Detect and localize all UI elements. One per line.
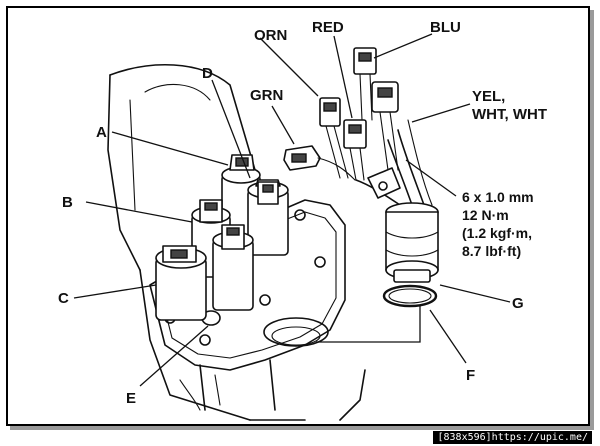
connector-orn [319, 97, 349, 179]
o-ring [382, 284, 438, 308]
connector-red [343, 119, 367, 181]
solenoid-d [247, 179, 289, 256]
callout-g: G [512, 295, 524, 312]
callout-f: F [466, 367, 475, 384]
leader-lines [73, 33, 511, 387]
connector-yel-wht [371, 81, 399, 171]
connector-grn [283, 145, 356, 181]
wire-label-blu: BLU [430, 19, 461, 36]
wire-label-orn: ORN [254, 27, 287, 44]
callout-a: A [96, 124, 107, 141]
wire-label-wht-wht: WHT, WHT [472, 106, 547, 123]
wire-label-yel: YEL, [472, 88, 505, 105]
solenoid-e [201, 224, 254, 326]
wire-label-grn: GRN [250, 87, 283, 104]
callout-d: D [202, 65, 213, 82]
callout-b: B [62, 194, 73, 211]
torque-spec-line4: 8.7 lbf·ft) [462, 243, 521, 259]
callout-c: C [58, 290, 69, 307]
callout-e: E [126, 390, 136, 407]
harness-grommet [385, 202, 439, 283]
torque-spec-line2: 12 N·m [462, 207, 509, 223]
watermark: [838x596]https://upic.me/ [433, 431, 592, 444]
solenoid-c [155, 245, 207, 321]
wire-label-red: RED [312, 19, 344, 36]
torque-spec-line3: (1.2 kgf·m, [462, 225, 532, 241]
connector-blu [353, 47, 377, 121]
torque-spec-line1: 6 x 1.0 mm [462, 189, 534, 205]
transmission-housing [107, 63, 366, 421]
wire-harness [355, 119, 433, 206]
